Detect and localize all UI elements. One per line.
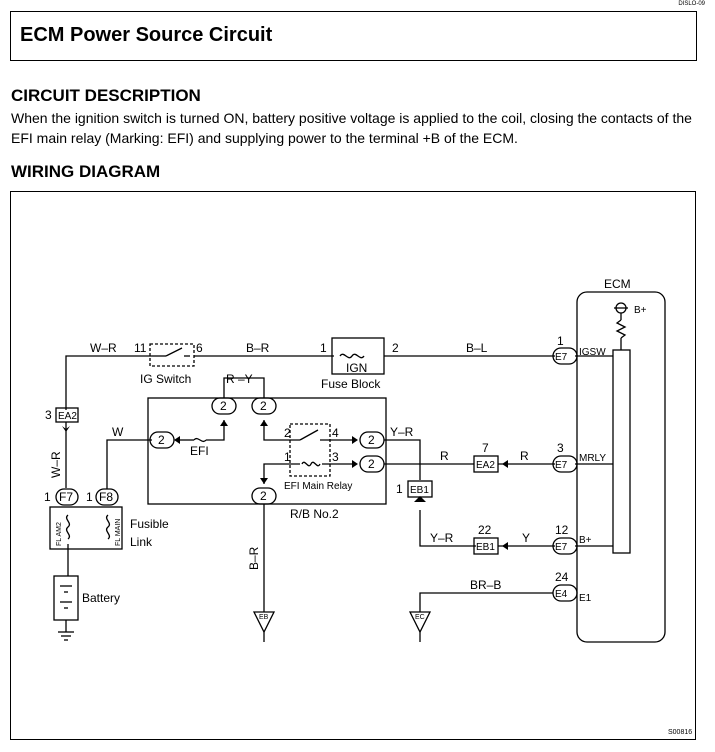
f8-pin-1: 1 — [86, 490, 93, 504]
f7-pin-1: 1 — [44, 490, 51, 504]
wiring-diagram-heading: WIRING DIAGRAM — [11, 162, 161, 181]
fuse-pin-2: 2 — [392, 341, 399, 355]
relay-out-connector-pin-b: 2 — [368, 457, 375, 471]
ecm-bplus-supply-label: B+ — [634, 305, 647, 316]
ground-eb-label: EB — [259, 614, 269, 621]
fuse-pin-1: 1 — [320, 341, 327, 355]
wire-b-l: B–L — [466, 341, 488, 355]
ign-fuse — [339, 353, 365, 359]
ecm-pin-24: 24 — [555, 570, 569, 584]
circuit-description-text: When the ignition switch is turned ON, b… — [11, 110, 692, 146]
connector-eb1-lower: EB1 — [476, 542, 495, 553]
title-box: ECM Power Source Circuit — [10, 11, 697, 61]
ecm-terminal-bplus: B+ — [579, 535, 592, 546]
wire-b-r: B–R — [246, 341, 270, 355]
wire-br-b: BR–B — [470, 578, 501, 592]
page-title: ECM Power Source Circuit — [20, 24, 273, 46]
ig-pin-11: 11 — [134, 341, 147, 355]
ry-connector-pin-a: 2 — [220, 399, 227, 413]
ground-ec-label: EC — [415, 614, 425, 621]
ecm-pullup-resistor — [615, 319, 627, 339]
ig-switch-label: IG Switch — [140, 372, 191, 386]
connector-e4: E4 — [555, 589, 568, 600]
connector-f8: F8 — [99, 490, 113, 504]
connector-e7-bplus: E7 — [555, 542, 568, 553]
rb-no2-label: R/B No.2 — [290, 507, 339, 521]
connector-eb1-upper: EB1 — [410, 485, 429, 496]
figure-id: S00816 — [668, 729, 692, 736]
fl-main-label: FL MAIN — [115, 519, 122, 546]
wire-y-r2: Y–R — [430, 531, 454, 545]
wire-y: Y — [522, 531, 530, 545]
ecm-terminal-e1: E1 — [579, 593, 592, 604]
ig-switch-contact — [165, 347, 183, 357]
efi-main-relay-label: EFI Main Relay — [284, 481, 352, 492]
relay-out-connector-pin-a: 2 — [368, 433, 375, 447]
relay-pin-3: 3 — [332, 450, 339, 464]
ecm-pin-3: 3 — [557, 441, 564, 455]
ig-switch-box — [149, 343, 195, 367]
ecm-terminal-mrly: MRLY — [579, 453, 606, 464]
fuse-block-label: Fuse Block — [321, 377, 381, 391]
wire-r-y: R –Y — [226, 372, 253, 386]
fusible-link-label-2: Link — [130, 535, 153, 549]
efi-fuse-label: EFI — [190, 444, 209, 458]
wire-w-r: W–R — [90, 341, 117, 355]
wiring-diagram-frame — [10, 191, 696, 740]
wire-b-r-vertical: B–R — [247, 546, 261, 570]
ig-pin-6: 6 — [196, 341, 203, 355]
wire-w: W — [112, 425, 124, 439]
ecm-terminal-igsw: IGSW — [579, 347, 606, 358]
connector-e7-igsw: E7 — [555, 352, 568, 363]
connector-e7-mrly: E7 — [555, 460, 568, 471]
connector-f7: F7 — [59, 490, 73, 504]
fl-am2-label: FL AM2 — [56, 522, 63, 546]
wire-r2: R — [520, 449, 529, 463]
relay-pin-1: 1 — [284, 450, 291, 464]
efi-main-relay-box — [289, 423, 331, 477]
efi-connector-pin: 2 — [158, 433, 165, 447]
page-code: DISLO-09 — [678, 1, 705, 7]
ign-label: IGN — [346, 361, 367, 375]
wire-y-r: Y–R — [390, 425, 414, 439]
ground-connector-pin: 2 — [260, 489, 267, 503]
ea2-pin-7: 7 — [482, 441, 489, 455]
ry-connector-pin-b: 2 — [260, 399, 267, 413]
eb1-pin-22: 22 — [478, 523, 492, 537]
connector-ea2-left: EA2 — [58, 411, 77, 422]
ecm-pin-12: 12 — [555, 523, 569, 537]
wire-r: R — [440, 449, 449, 463]
ecm-pin-1: 1 — [557, 334, 564, 348]
circuit-description-heading: CIRCUIT DESCRIPTION — [11, 86, 201, 105]
ecm-label: ECM — [604, 277, 631, 291]
wire-w-r-vertical: W–R — [49, 451, 63, 478]
ecm-internal-bar — [612, 349, 631, 554]
relay-pin-4: 4 — [332, 426, 339, 440]
ea2-pin-3: 3 — [45, 408, 52, 422]
battery-label: Battery — [82, 591, 120, 605]
relay-pin-2: 2 — [284, 426, 291, 440]
fusible-link-label-1: Fusible — [130, 517, 169, 531]
eb1-pin-1: 1 — [396, 482, 403, 496]
connector-ea2-mid: EA2 — [476, 460, 495, 471]
